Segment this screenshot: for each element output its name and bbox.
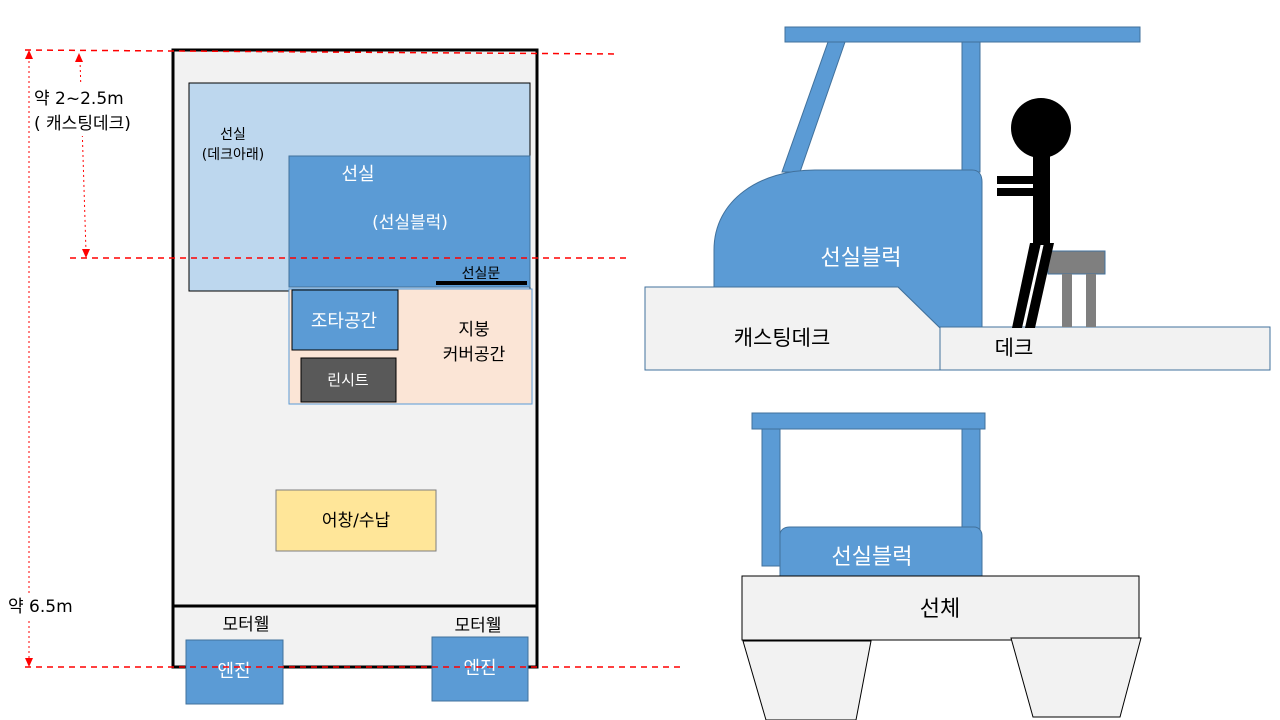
person-body (1033, 155, 1050, 245)
helm-space-area (291, 289, 399, 351)
roof-cover-label-1: 지붕 (458, 320, 489, 340)
person-leg-2 (1025, 243, 1054, 328)
front-pontoon-right (1010, 637, 1142, 718)
engine-left-label: 엔진 (217, 661, 250, 682)
dim-top-sublabel: ( 캐스팅데크) (34, 114, 131, 134)
person-leg-1 (1012, 243, 1041, 328)
cabin-label: 선실 (341, 164, 374, 185)
side-seat-leg-1 (1062, 274, 1072, 327)
side-rear-pillar (961, 41, 981, 173)
dim-arrow-casting (79, 59, 87, 253)
front-cabin-block-label: 선실블럭 (832, 545, 913, 570)
front-view: 선실블럭 선체 (741, 412, 1142, 720)
cabin-under-deck-sublabel: (데크아래) (202, 147, 264, 163)
side-front-pillar (781, 41, 846, 173)
side-cabin-block-label: 선실블럭 (821, 246, 902, 271)
front-pillar-right (961, 428, 981, 530)
helm-space-label: 조타공간 (311, 311, 377, 332)
side-casting-deck-label: 캐스팅데크 (734, 326, 831, 350)
fish-hold-label: 어창/수납 (322, 511, 391, 531)
cabin-door-label: 선실문 (462, 266, 501, 282)
side-view: 선실블럭 캐스팅데크 데크 (644, 26, 1271, 371)
cabin-block-label: (선실블럭) (372, 213, 448, 233)
dim-label-bg-total (8, 593, 92, 619)
side-seat-leg-2 (1086, 274, 1096, 327)
dim-arrow-total-head-bottom (25, 658, 33, 667)
dim-label-bg-top (30, 84, 164, 136)
cabin-block-area (288, 155, 531, 288)
motor-well-left-label: 모터웰 (223, 615, 270, 635)
dim-top-label: 약 2~2.5m (34, 89, 124, 109)
front-hull (741, 575, 1140, 641)
side-deck (939, 326, 1271, 371)
engine-right-label: 엔진 (463, 658, 496, 679)
side-seat-top (1047, 250, 1106, 275)
side-cabin-block (713, 169, 983, 329)
dim-arrow-casting-head-bottom (82, 249, 90, 258)
top-view: 선실 (데크아래) 선실 (선실블럭) 선실문 지붕 커버공간 조타공간 린시트… (8, 48, 682, 705)
cabin-under-deck-label: 선실 (220, 127, 246, 143)
dim-arrow-casting-head-top (75, 53, 83, 62)
front-cabin-block (779, 526, 983, 578)
side-deck-label: 데크 (995, 336, 1034, 360)
roof-cover-label-2: 커버공간 (443, 345, 506, 365)
front-pillar-left (761, 428, 781, 567)
dim-arrow-total-head-top (25, 50, 33, 59)
person-arm-1 (997, 176, 1043, 184)
motor-well-right-label: 모터웰 (455, 616, 502, 636)
front-pontoon-left (742, 640, 872, 720)
front-hull-label: 선체 (920, 597, 960, 622)
leaning-seat-label: 린시트 (327, 371, 369, 389)
engine-right (431, 636, 529, 702)
fish-hold-area (275, 489, 437, 552)
side-roof (784, 26, 1141, 43)
person-arm-2 (997, 188, 1043, 196)
dim-total-label: 약 6.5m (8, 597, 73, 617)
engine-left (185, 639, 284, 705)
person-figure (997, 98, 1071, 328)
leaning-seat-area (300, 357, 397, 403)
person-head (1011, 98, 1071, 158)
front-roof (751, 412, 986, 430)
